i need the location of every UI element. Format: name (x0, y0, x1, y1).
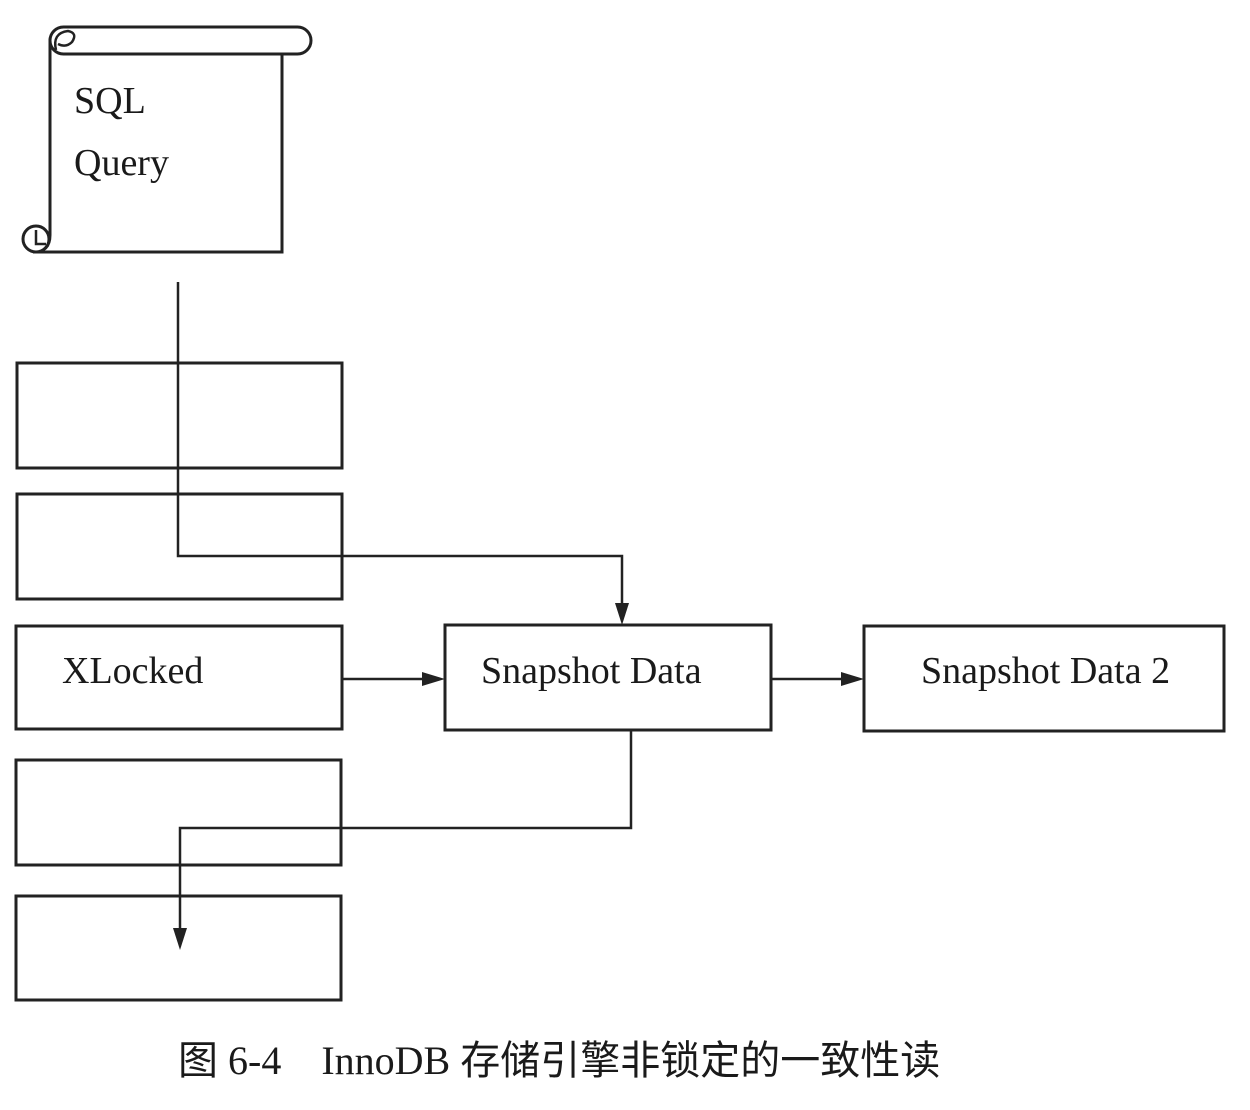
scroll-line-1: SQL (74, 80, 146, 122)
query-arrowhead (615, 603, 629, 625)
snapshot-return-path (178, 730, 633, 930)
connectors (173, 282, 864, 950)
query-path (176, 282, 624, 606)
xlocked-to-snapshot-arrowhead (422, 672, 445, 686)
row-stack: XLocked (14, 361, 344, 1002)
snapshot-to-snapshot2-arrowhead (841, 672, 864, 686)
snapshot-data-2-box (862, 624, 1226, 733)
snapshot-return-arrowhead (173, 928, 187, 950)
snapshot-data-2-label: Snapshot Data 2 (921, 650, 1170, 692)
scroll-top-roll (48, 25, 313, 56)
sql-query-scroll: SQL Query (21, 25, 313, 254)
snapshot-data-label: Snapshot Data (481, 650, 702, 692)
row-box-2 (15, 492, 344, 601)
row-box-1 (15, 361, 344, 470)
scroll-bottom-curl-inner (34, 230, 46, 246)
snapshot-data-box (443, 623, 773, 732)
scroll-top-curl (54, 29, 76, 51)
snapshot-data-2-node: Snapshot Data 2 (862, 624, 1226, 733)
row-box-5 (14, 894, 343, 1002)
figure-caption: 图 6-4 InnoDB 存储引擎非锁定的一致性读 (178, 1038, 940, 1083)
scroll-line-2: Query (74, 142, 169, 184)
row-box-4 (14, 758, 343, 867)
row-label-xlocked: XLocked (62, 650, 203, 692)
row-box-3 (14, 624, 344, 731)
snapshot-data-node: Snapshot Data (443, 623, 773, 732)
